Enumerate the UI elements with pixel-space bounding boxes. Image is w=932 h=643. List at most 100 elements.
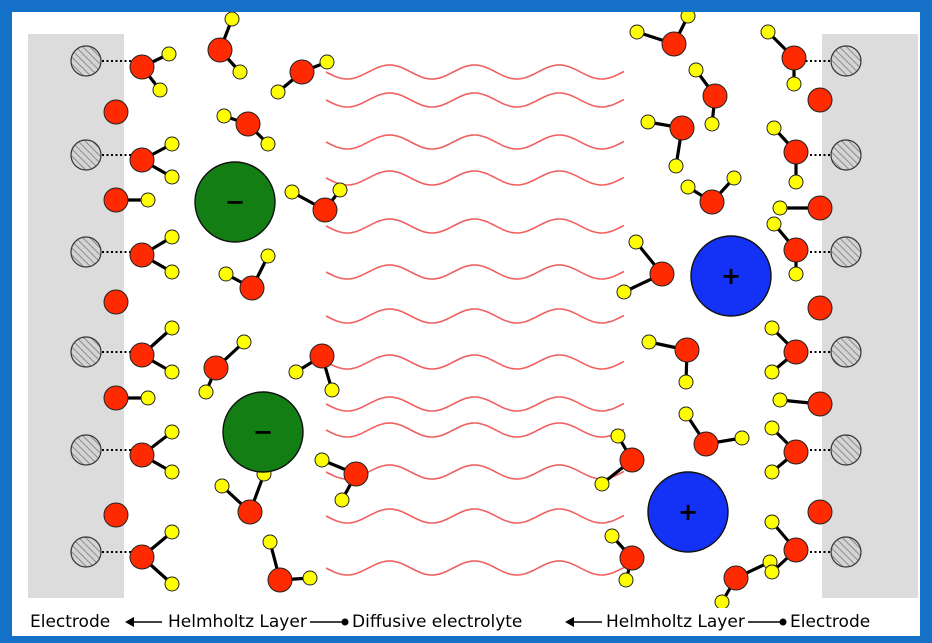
water-molecule bbox=[207, 12, 248, 80]
water-molecule bbox=[766, 120, 809, 190]
hydrogen-atom bbox=[766, 120, 782, 136]
diagram-frame: −−++ Electrode Helmholtz Layer Diffusive… bbox=[12, 12, 920, 636]
hydrogen-atom bbox=[764, 320, 780, 336]
hydrogen-atom bbox=[610, 428, 626, 444]
hydrogen-atom bbox=[760, 24, 776, 40]
hydrogen-atom bbox=[734, 430, 750, 446]
oxygen-atom bbox=[103, 289, 129, 315]
oxygen-atom bbox=[103, 502, 129, 528]
water-molecule bbox=[103, 289, 129, 315]
oxygen-atom bbox=[129, 242, 155, 268]
legend-bar: Electrode Helmholtz Layer Diffusive elec… bbox=[12, 608, 920, 636]
water-molecule bbox=[129, 524, 180, 592]
water-molecule bbox=[641, 334, 700, 390]
hydrogen-atom bbox=[628, 234, 644, 250]
wave-line bbox=[325, 264, 625, 280]
oxygen-atom bbox=[702, 83, 728, 109]
hydrogen-atom bbox=[594, 476, 610, 492]
dot-connector-icon bbox=[310, 618, 349, 626]
left-electrode-atoms bbox=[70, 45, 136, 568]
water-molecule bbox=[764, 320, 809, 380]
electrode-atom bbox=[830, 336, 862, 368]
water-molecule bbox=[103, 187, 156, 213]
water-molecule bbox=[284, 182, 348, 223]
hydrogen-atom bbox=[302, 570, 318, 586]
cation-body bbox=[690, 235, 772, 317]
hydrogen-atom bbox=[766, 216, 782, 232]
hydrogen-atom bbox=[786, 76, 802, 92]
hydrogen-atom bbox=[704, 116, 720, 132]
oxygen-atom bbox=[289, 59, 315, 85]
water-molecule bbox=[807, 295, 833, 321]
dot-connector-icon bbox=[748, 618, 787, 626]
hydrogen-atom bbox=[334, 492, 350, 508]
oxygen-atom bbox=[619, 545, 645, 571]
hydrogen-atom bbox=[216, 108, 232, 124]
water-molecule bbox=[218, 248, 276, 301]
oxygen-atom bbox=[783, 439, 809, 465]
hydrogen-atom bbox=[641, 334, 657, 350]
oxygen-atom bbox=[649, 261, 675, 287]
wave-line bbox=[325, 560, 625, 576]
hydrogen-atom bbox=[640, 114, 656, 130]
cation: + bbox=[690, 235, 772, 317]
oxygen-atom bbox=[103, 187, 129, 213]
hydrogen-atom bbox=[164, 464, 180, 480]
water-molecule bbox=[678, 406, 750, 457]
oxygen-atom bbox=[239, 275, 265, 301]
hydrogen-atom bbox=[714, 594, 730, 608]
oxygen-atom bbox=[103, 99, 129, 125]
hydrogen-atom bbox=[772, 200, 788, 216]
water-molecule bbox=[680, 170, 742, 215]
right-electrode-atoms bbox=[792, 45, 862, 568]
anion-body bbox=[194, 161, 276, 243]
water-molecule bbox=[616, 234, 675, 300]
anion-body bbox=[222, 391, 304, 473]
electrode-atom bbox=[70, 236, 102, 268]
oxygen-atom bbox=[783, 339, 809, 365]
cation: + bbox=[647, 471, 729, 553]
electrode-atom bbox=[70, 139, 102, 171]
oxygen-atom bbox=[129, 54, 155, 80]
oxygen-atom bbox=[203, 355, 229, 381]
wave-line bbox=[325, 508, 625, 524]
oxygen-atom bbox=[669, 115, 695, 141]
electrode-atom bbox=[830, 139, 862, 171]
hydrogen-atom bbox=[319, 54, 335, 70]
hydrogen-atom bbox=[764, 514, 780, 530]
oxygen-atom bbox=[343, 461, 369, 487]
hydrogen-atom bbox=[161, 46, 177, 62]
oxygen-atom bbox=[807, 499, 833, 525]
hydrogen-atom bbox=[629, 24, 645, 40]
electrode-atom bbox=[830, 45, 862, 77]
hydrogen-atom bbox=[260, 136, 276, 152]
wave-line bbox=[325, 64, 625, 80]
oxygen-atom bbox=[103, 385, 129, 411]
label-electrode-right: Electrode bbox=[790, 612, 871, 632]
hydrogen-atom bbox=[764, 364, 780, 380]
hydrogen-atom bbox=[164, 364, 180, 380]
water-molecule bbox=[640, 114, 695, 174]
arrow-left-icon bbox=[565, 617, 602, 627]
hydrogen-atom bbox=[164, 229, 180, 245]
hydrogen-atom bbox=[678, 374, 694, 390]
oxygen-atom bbox=[783, 237, 809, 263]
water-molecule bbox=[129, 424, 180, 480]
wave-line bbox=[325, 354, 625, 370]
oxygen-atom bbox=[693, 431, 719, 457]
water-molecule bbox=[764, 420, 809, 480]
hydrogen-atom bbox=[214, 478, 230, 494]
water-molecule bbox=[760, 24, 807, 92]
oxygen-atom bbox=[312, 197, 338, 223]
hydrogen-atom bbox=[164, 576, 180, 592]
hydrogen-atom bbox=[270, 84, 286, 100]
oxygen-atom bbox=[619, 447, 645, 473]
anion-sign: − bbox=[225, 188, 245, 216]
water-molecule bbox=[688, 62, 728, 132]
hydrogen-atom bbox=[284, 184, 300, 200]
electrode-atom bbox=[70, 336, 102, 368]
hydrogen-atom bbox=[198, 384, 214, 400]
hydrogen-atom bbox=[616, 284, 632, 300]
hydrogen-atom bbox=[764, 564, 780, 580]
water-molecule bbox=[772, 391, 833, 417]
